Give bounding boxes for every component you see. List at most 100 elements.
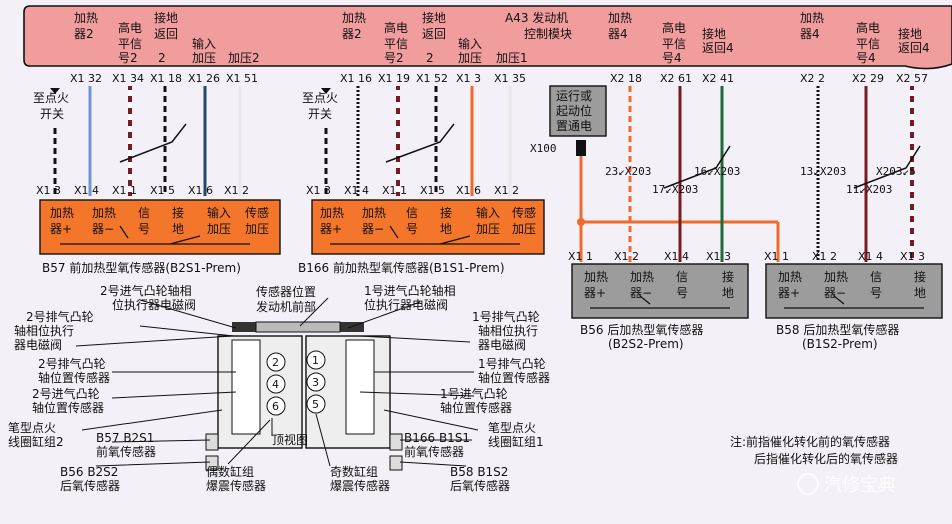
- relay-connector: X100: [530, 142, 557, 155]
- b166-label-5b: 加压: [476, 222, 500, 236]
- b57-pin-4: X1 5: [150, 184, 175, 197]
- tv-odd-a: 奇数缸组: [330, 464, 378, 479]
- ecu-pin-6: X1 16: [340, 72, 372, 85]
- b166-pin-4: X1 5: [420, 184, 445, 197]
- ecu-col13-l2: 返回4: [702, 41, 734, 55]
- cylinder-6: [266, 396, 286, 416]
- b56-caption-2: (B2S2-Prem): [608, 337, 684, 351]
- ecu-pin-3: X1 18: [150, 72, 182, 85]
- ecu-col8-l1: 接地: [422, 10, 446, 25]
- ecu-col3-l3: 2: [158, 51, 166, 65]
- b57-pin-5: X1 6: [188, 184, 213, 197]
- b166-label-4b: 地: [440, 222, 452, 236]
- ecu-col16-l1: 接地: [898, 26, 922, 41]
- tv-b58-a: B58 B1S2: [450, 465, 508, 479]
- b56-splice-3: 17↙X203: [652, 183, 698, 196]
- tv-b166-b: 前氧传感器: [404, 444, 464, 459]
- ecu-col9-l1: 输入: [458, 36, 482, 51]
- tv-coil2-b: 线圈缸组2: [8, 434, 64, 449]
- b56-position-box: [205, 455, 219, 471]
- relay-label-3: 置通电: [556, 119, 592, 133]
- b57-label-2b: 器−: [92, 222, 114, 236]
- ignition-label-left-2: 开关: [40, 107, 64, 121]
- ecu-col4-l1: 输入: [192, 36, 216, 51]
- ecu-pin-10: X1 35: [494, 72, 526, 85]
- b58-label-4a: 接: [914, 269, 926, 284]
- b58-label-3a: 信: [870, 270, 882, 284]
- relay-plug-icon: [576, 140, 586, 156]
- b166-position-box: [389, 433, 403, 451]
- ecu-col2-l2: 平信: [118, 37, 142, 51]
- ecu-col5-l1: 加压2: [228, 51, 260, 65]
- ecu-col10-l1: 加压1: [496, 51, 528, 65]
- ecu-pin-5: X1 51: [226, 72, 258, 85]
- b58-label-1b: 器+: [778, 286, 800, 300]
- ecu-col6-l1: 加热: [342, 11, 366, 25]
- ecu-col11-l2: 器4: [608, 27, 628, 41]
- ecu-col15-l2: 平信: [856, 37, 880, 51]
- b58-label-1a: 加热: [778, 270, 802, 284]
- tv-exh2-c: 器电磁阀: [14, 337, 62, 352]
- ignition-label-left-1: 至点火: [33, 91, 69, 105]
- relay-box: [549, 85, 607, 137]
- tv-topview: 顶视图: [272, 432, 308, 447]
- b58-label-4b: 地: [914, 286, 926, 300]
- tv-in1-b: 位执行器电磁阀: [364, 297, 448, 312]
- b166-sensor-body: [311, 199, 545, 255]
- tv-exh2-b: 轴相位执行: [14, 323, 74, 338]
- b57-label-5a: 输入: [207, 205, 231, 220]
- b166-label-4a: 接: [440, 205, 452, 220]
- ecu-col8-l2: 返回: [422, 27, 446, 41]
- tv-in1-a: 1号进气凸轮轴相: [364, 283, 456, 298]
- b166-label-2a: 加热: [362, 206, 386, 220]
- b57-caption: B57 前加热型氧传感器(B2S1-Prem): [42, 260, 241, 275]
- tv-exh1-b: 轴相位执行: [478, 323, 538, 338]
- tv-b56-a: B56 B2S2: [60, 465, 118, 479]
- cylinder-2: [266, 352, 286, 372]
- tv-coil2-a: 笔型点火: [8, 420, 56, 435]
- b166-pin-3: X1 1: [382, 184, 407, 197]
- left-head: [231, 339, 261, 435]
- b56-splice-1: 23↙X203: [605, 165, 651, 178]
- b166-internal-circuit: [330, 225, 520, 245]
- b58-splice-1: 13↙X203: [800, 165, 846, 178]
- b56-label-3a: 信: [676, 270, 688, 284]
- ecu-col12-l1: 高电: [662, 20, 686, 35]
- b56-label-4a: 接: [722, 269, 734, 284]
- b57-sensor: X1 3 X1 4 X1 1 X1 5 X1 6 X1 2 加热 器+ 加热 器…: [36, 184, 281, 255]
- b56-internal-circuit: [590, 295, 730, 309]
- ecu-pin-16: X2 57: [896, 72, 928, 85]
- b166-label-1b: 器+: [320, 222, 342, 236]
- tv-pin2-a: 2号进气凸轮: [32, 386, 100, 401]
- ecu-col14-l2: 器4: [800, 27, 820, 41]
- ecu-col12-l2: 平信: [662, 37, 686, 51]
- tv-pexh1-b: 轴位置传感器: [478, 370, 550, 385]
- ecu-col7-l2: 平信: [384, 37, 408, 51]
- b58-label-2a: 加热: [824, 270, 848, 284]
- b56-pin-2: X1 2: [614, 250, 639, 263]
- tv-b57-b: 前氧传感器: [96, 444, 156, 459]
- b166-caption: B166 前加热型氧传感器(B1S1-Prem): [298, 260, 505, 275]
- ecu-pin-12: X2 61: [660, 72, 692, 85]
- tv-b56-b: 后氧传感器: [60, 478, 120, 493]
- b56-label-2b: 器−: [630, 286, 652, 300]
- b57-label-1a: 加热: [50, 206, 74, 220]
- ecu-pin-11: X2 18: [610, 72, 642, 85]
- b58-label-3b: 号: [870, 286, 882, 300]
- b166-label-2b: 器−: [362, 222, 384, 236]
- ecu-pin-14: X2 2: [800, 72, 825, 85]
- b166-pin-6: X1 2: [494, 184, 519, 197]
- b58-wires: [816, 86, 921, 262]
- b57-label-6b: 加压: [245, 222, 269, 236]
- b57-pin-3: X1 1: [112, 184, 137, 197]
- b56-label-4b: 地: [722, 286, 734, 300]
- b57-label-4a: 接: [172, 205, 184, 220]
- b56-sensor: X1 1 X1 2 X1 4 X1 3 加热 器+ 加热 器− 信 号 接 地: [568, 250, 749, 319]
- ecu-col1-l1: 加热: [74, 11, 98, 25]
- b57-label-3a: 信: [138, 206, 150, 220]
- b57-sensor-body: [39, 199, 281, 255]
- ecu-pin-labels: 加热 器2 高电 平信 号2 接地 返回 2 输入 加压 加压2 加热 器2 高…: [74, 10, 930, 65]
- ecu-col2-l3: 号2: [118, 51, 138, 65]
- b166-label-1a: 加热: [320, 206, 344, 220]
